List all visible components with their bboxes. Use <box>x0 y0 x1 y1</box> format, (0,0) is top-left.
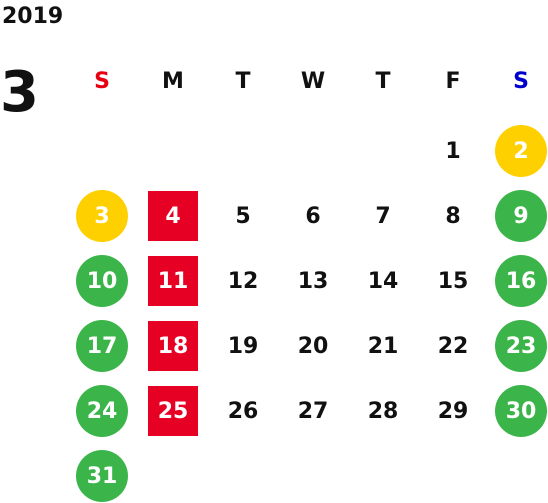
weekday-header: T <box>375 68 391 94</box>
day-cell[interactable]: 15 <box>437 268 469 294</box>
day-cell-square-marked[interactable]: 18 <box>148 321 198 371</box>
day-cell-circle-marked[interactable]: 2 <box>495 125 547 177</box>
day-cell-square-marked[interactable]: 11 <box>148 256 198 306</box>
day-cell[interactable]: 8 <box>445 203 461 229</box>
day-cell-circle-marked[interactable]: 9 <box>495 190 547 242</box>
calendar-year: 2019 <box>2 4 64 29</box>
day-cell-square-marked[interactable]: 4 <box>148 191 198 241</box>
weekday-header: T <box>235 68 251 94</box>
day-cell[interactable]: 19 <box>227 333 259 359</box>
day-cell[interactable]: 12 <box>227 268 259 294</box>
day-cell-circle-marked[interactable]: 10 <box>76 255 128 307</box>
weekday-header: S <box>513 68 529 94</box>
day-cell[interactable]: 5 <box>235 203 251 229</box>
day-cell[interactable]: 20 <box>297 333 329 359</box>
day-cell-circle-marked[interactable]: 23 <box>495 320 547 372</box>
weekday-header: W <box>300 68 326 94</box>
day-cell-circle-marked[interactable]: 31 <box>76 450 128 502</box>
day-cell[interactable]: 7 <box>375 203 391 229</box>
day-cell-circle-marked[interactable]: 3 <box>76 190 128 242</box>
day-cell[interactable]: 6 <box>305 203 321 229</box>
day-cell[interactable]: 28 <box>367 398 399 424</box>
day-cell-circle-marked[interactable]: 17 <box>76 320 128 372</box>
day-cell[interactable]: 29 <box>437 398 469 424</box>
day-cell[interactable]: 22 <box>437 333 469 359</box>
weekday-header: S <box>94 68 110 94</box>
day-cell-circle-marked[interactable]: 30 <box>495 385 547 437</box>
day-cell[interactable]: 1 <box>445 138 461 164</box>
day-cell[interactable]: 14 <box>367 268 399 294</box>
day-cell-circle-marked[interactable]: 16 <box>495 255 547 307</box>
day-cell[interactable]: 13 <box>297 268 329 294</box>
weekday-header: M <box>162 68 184 94</box>
day-cell[interactable]: 27 <box>297 398 329 424</box>
weekday-header: F <box>445 68 461 94</box>
day-cell-square-marked[interactable]: 25 <box>148 386 198 436</box>
day-cell-circle-marked[interactable]: 24 <box>76 385 128 437</box>
day-cell[interactable]: 21 <box>367 333 399 359</box>
day-cell[interactable]: 26 <box>227 398 259 424</box>
calendar-month: 3 <box>0 60 39 125</box>
